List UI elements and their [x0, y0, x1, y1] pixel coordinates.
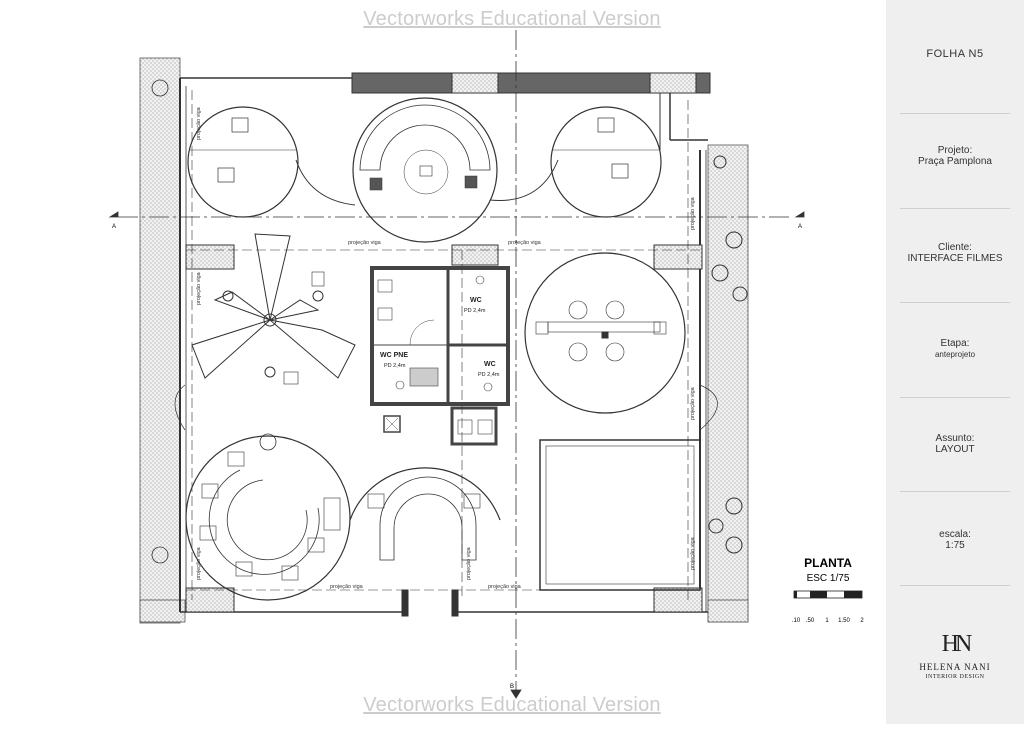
watermark-bottom: Vectorworks Educational Version: [363, 694, 661, 716]
cliente-value: INTERFACE FILMES: [907, 253, 1003, 264]
divider: [900, 302, 1010, 303]
title-block-panel: FOLHA N5 Projeto: Praça Pamplona Cliente…: [886, 0, 1024, 724]
wc-label: WC: [470, 297, 482, 304]
divider: [900, 397, 1010, 398]
scale-tick-4: 1.50: [838, 618, 850, 624]
designer-logo: HN HELENA NANI INTERIOR DESIGN: [886, 632, 1024, 680]
plants: [151, 79, 277, 564]
divider: [900, 491, 1010, 492]
scale-bar: [793, 590, 863, 599]
top-rooms: [187, 97, 662, 243]
sheet-number: FOLHA N5: [926, 48, 984, 60]
projeto-value: Praça Pamplona: [918, 156, 992, 167]
beam-label-4: projeção viga: [488, 584, 522, 590]
plan-scale: ESC 1/75: [807, 573, 850, 584]
etapa-label: Etapa:: [940, 338, 970, 349]
scale-tick-3: 1: [825, 618, 829, 624]
logo-name: HELENA NANI: [919, 662, 991, 672]
beam-label-6: projeção viga: [196, 271, 202, 305]
section-a-label-left: A: [112, 224, 116, 230]
beam-label-10: projeção viga: [690, 536, 696, 570]
wc2-label: WC: [484, 361, 496, 368]
bottom-right-room: [539, 439, 701, 591]
wc-pne-pd-label: PD 2,4m: [384, 363, 406, 369]
beam-label-11: projeção viga: [466, 546, 472, 580]
beam-label-5: projeção viga: [196, 106, 202, 140]
reception-desk: [349, 467, 501, 561]
logo-subtitle: INTERIOR DESIGN: [925, 674, 985, 680]
fan-table: [191, 233, 356, 385]
projeto-label: Projeto:: [937, 145, 973, 156]
beam-label-9: projeção viga: [690, 386, 696, 420]
divider: [900, 585, 1010, 586]
wc2-pd-label: PD 2,4m: [478, 372, 500, 378]
scale-tick-1: .10: [792, 618, 801, 624]
watermark-top: Vectorworks Educational Version: [363, 8, 661, 30]
section-lines: [108, 30, 805, 699]
cliente-label: Cliente:: [938, 242, 972, 253]
bottom-left-room: [185, 435, 351, 601]
wc-pd-label: PD 2,4m: [464, 308, 486, 314]
plan-title: PLANTA: [804, 556, 852, 570]
logo-mark: HN: [941, 631, 973, 657]
beam-label-8: projeção viga: [690, 196, 696, 230]
planters: [139, 57, 749, 624]
assunto-value: LAYOUT: [935, 444, 975, 455]
section-a-label-right: A: [798, 224, 802, 230]
divider: [900, 113, 1010, 114]
wc-core: [370, 266, 510, 446]
exterior-tables: [708, 155, 748, 554]
divider: [900, 208, 1010, 209]
wc-labels: WC PD 2,4m WC PD 2,4m WC PNE PD 2,4m: [380, 297, 500, 378]
assunto-label: Assunto:: [935, 433, 975, 444]
floor-plan-drawing: A A B projeção viga projeção viga projeç…: [108, 30, 864, 699]
section-b-label: B: [510, 684, 514, 690]
beam-label-3: projeção viga: [330, 584, 364, 590]
escala-label: escala:: [939, 529, 971, 540]
beam-label-2: projeção viga: [508, 240, 542, 246]
beam-labels: projeção viga projeção viga projeção vig…: [196, 106, 696, 590]
escala-value: 1:75: [945, 540, 965, 551]
beam-label-1: projeção viga: [348, 240, 382, 246]
scale-tick-5: 2: [860, 618, 864, 624]
scale-tick-2: .50: [806, 618, 815, 624]
etapa-value: anteprojeto: [934, 350, 976, 359]
right-meeting-room: [524, 252, 686, 414]
floor-plan-svg: A A B projeção viga projeção viga projeç…: [108, 30, 864, 699]
wc-pne-label: WC PNE: [380, 352, 408, 359]
walls: [174, 72, 718, 617]
